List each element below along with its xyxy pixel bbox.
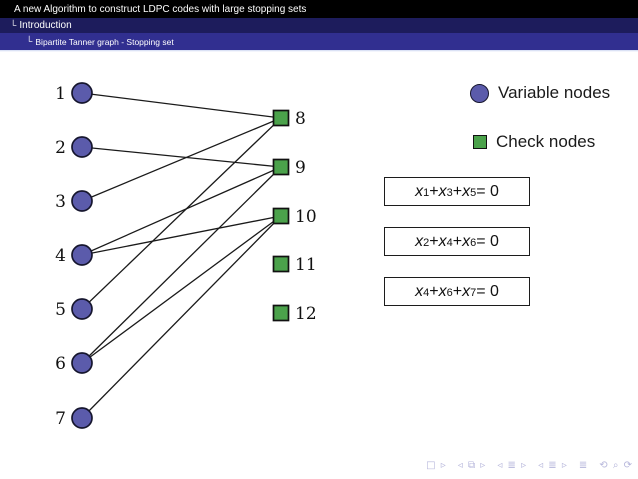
nav-appendix[interactable]: ≣: [578, 460, 589, 471]
variable-node-7: [71, 407, 93, 429]
legend-variable-nodes: Variable nodes: [470, 83, 610, 103]
tree-connector-icon: └: [10, 19, 17, 30]
legend-check-label: Check nodes: [496, 132, 596, 151]
check-node-label-11: 11: [295, 255, 317, 275]
check-node-label-12: 12: [295, 304, 317, 324]
nav-subsection[interactable]: ◃ ≣ ▹: [497, 460, 528, 471]
variable-node-6: [71, 352, 93, 374]
check-node-11: [272, 255, 290, 273]
check-node-swatch-icon: [473, 135, 487, 149]
nav-frame[interactable]: ◃ ⧉ ▹: [457, 460, 487, 471]
section-bar: └ Introduction: [0, 18, 638, 33]
variable-node-label-3: 3: [55, 192, 66, 212]
edge-4-10: [81, 215, 282, 256]
check-node-label-9: 9: [295, 158, 306, 178]
check-node-8: [272, 109, 290, 127]
nav-slide[interactable]: □ ▹: [426, 460, 447, 471]
legend-variable-label: Variable nodes: [498, 83, 611, 102]
edge-6-9: [81, 166, 282, 364]
check-node-12: [272, 304, 290, 322]
edge-5-8: [81, 117, 282, 310]
variable-node-label-4: 4: [55, 246, 66, 266]
subsection-bar: └ Bipartite Tanner graph - Stopping set: [0, 33, 638, 50]
section-title: Introduction: [19, 20, 72, 31]
variable-node-label-5: 5: [55, 300, 66, 320]
nav-section[interactable]: ◃ ≣ ▹: [538, 460, 568, 471]
variable-node-4: [71, 244, 93, 266]
variable-node-3: [71, 190, 93, 212]
variable-node-5: [71, 298, 93, 320]
header-underline: [0, 50, 638, 52]
variable-node-label-6: 6: [55, 354, 66, 374]
variable-node-label-2: 2: [55, 138, 66, 158]
subsection-title: Bipartite Tanner graph - Stopping set: [35, 36, 174, 47]
edge-3-8: [81, 117, 282, 202]
beamer-nav-bar: □ ▹ ◃ ⧉ ▹ ◃ ≣ ▹ ◃ ≣ ▹ ≣ ⟲ ⌕ ⟳: [426, 460, 633, 471]
legend-check-nodes: Check nodes: [473, 132, 595, 152]
slide-header: A new Algorithm to construct LDPC codes …: [0, 0, 638, 52]
variable-node-label-1: 1: [55, 84, 66, 104]
variable-node-2: [71, 136, 93, 158]
tree-connector-icon: └: [26, 35, 33, 46]
check-node-10: [272, 207, 290, 225]
check-node-label-8: 8: [295, 109, 306, 129]
edge-4-9: [81, 166, 282, 256]
variable-node-1: [71, 82, 93, 104]
variable-node-label-7: 7: [55, 409, 66, 429]
nav-back-find-forward[interactable]: ⟲ ⌕ ⟳: [599, 460, 633, 471]
edge-1-8: [81, 92, 282, 119]
edge-6-10: [81, 215, 282, 364]
check-node-label-10: 10: [295, 207, 317, 227]
check-node-9: [272, 158, 290, 176]
variable-node-swatch-icon: [470, 83, 489, 103]
slide-title: A new Algorithm to construct LDPC codes …: [14, 3, 307, 15]
edge-2-9: [81, 146, 282, 168]
slide-title-bar: A new Algorithm to construct LDPC codes …: [0, 0, 638, 18]
edge-7-10: [81, 215, 282, 419]
